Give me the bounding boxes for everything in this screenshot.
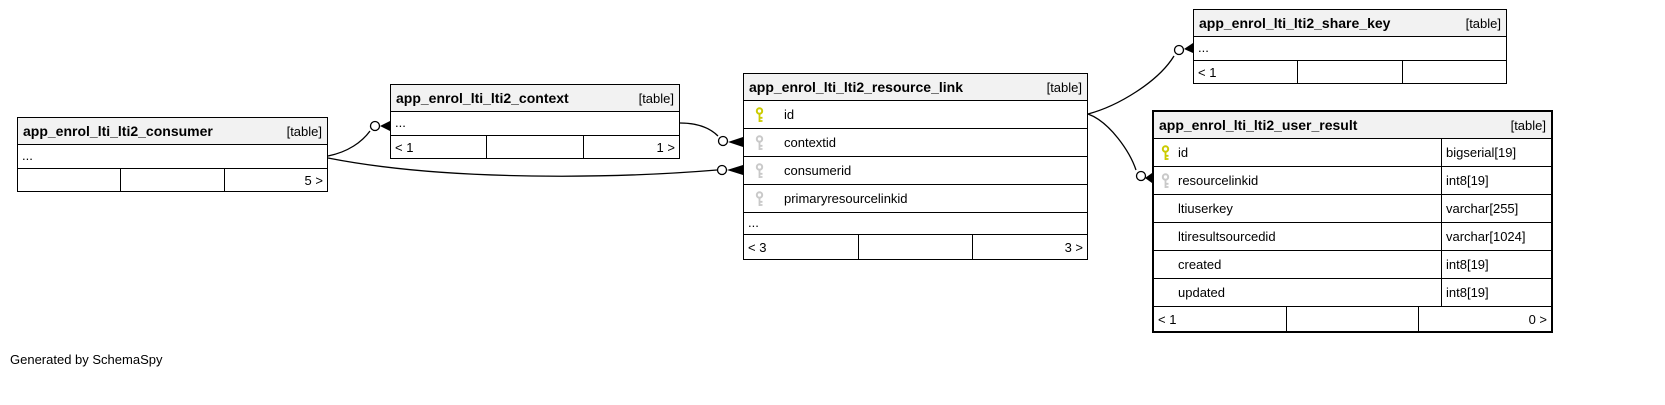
primary-key-icon — [1161, 144, 1170, 160]
column-name: primaryresourcelinkid — [784, 191, 908, 206]
footer-cell-middle — [486, 136, 582, 158]
table-header[interactable]: app_enrol_lti_lti2_consumer [table] — [18, 118, 327, 145]
column-type: int8[19] — [1441, 279, 1551, 306]
column-name: ltiuserkey — [1178, 201, 1233, 216]
table-title[interactable]: app_enrol_lti_lti2_share_key — [1199, 15, 1391, 31]
column-name: created — [1178, 257, 1222, 272]
hidden-columns-ellipsis: ... — [391, 112, 679, 136]
edge-resourcelink-consumerid — [327, 157, 743, 177]
column-name: id — [1178, 145, 1189, 160]
footer-cell-left: < 3 — [748, 239, 767, 255]
foreign-key-icon — [1161, 172, 1170, 188]
table-footer: 5 > — [18, 169, 327, 191]
table-type-label: [table] — [1510, 117, 1546, 133]
crow-arrowhead — [1184, 43, 1193, 53]
footer-cell-middle — [1285, 307, 1419, 331]
footer-cell-left: < 1 — [395, 139, 414, 155]
crow-arrowhead — [1145, 173, 1152, 183]
column-name: consumerid — [784, 163, 852, 178]
column-type: bigserial[19] — [1441, 139, 1551, 166]
table-type-label: [table] — [1046, 79, 1082, 95]
column-row-ltiuserkey[interactable]: ltiuserkey varchar[255] — [1154, 195, 1551, 223]
table-type-label: [table] — [286, 123, 322, 139]
column-row-consumerid[interactable]: consumerid — [744, 157, 1087, 185]
crow-arrowhead — [380, 121, 390, 131]
column-name: ltiresultsourcedid — [1178, 229, 1276, 244]
footer-cell-right: 1 > — [582, 136, 679, 158]
table-footer: < 1 — [1194, 61, 1506, 83]
hidden-columns-ellipsis: ... — [18, 145, 327, 169]
column-row-updated[interactable]: updated int8[19] — [1154, 279, 1551, 307]
footer-cell-right: 3 > — [972, 235, 1087, 259]
column-type: int8[19] — [1441, 251, 1551, 278]
edge-sharekey-resourcelink — [1087, 43, 1193, 115]
generated-by-note: Generated by SchemaSpy — [10, 352, 163, 367]
column-row-contextid[interactable]: contextid — [744, 129, 1087, 157]
column-type: varchar[1024] — [1441, 223, 1551, 250]
table-title[interactable]: app_enrol_lti_lti2_consumer — [23, 123, 213, 139]
footer-cell-left: < 1 — [1198, 64, 1217, 80]
table-footer: < 1 0 > — [1154, 307, 1551, 331]
column-type: varchar[255] — [1441, 195, 1551, 222]
table-app-enrol-lti-lti2-context[interactable]: app_enrol_lti_lti2_context [table] ... <… — [390, 84, 680, 159]
column-name: id — [784, 107, 795, 122]
column-row-id[interactable]: id — [744, 101, 1087, 129]
table-header[interactable]: app_enrol_lti_lti2_context [table] — [391, 85, 679, 112]
table-app-enrol-lti-lti2-resource-link[interactable]: app_enrol_lti_lti2_resource_link [table]… — [743, 73, 1088, 260]
zero-cardinality-circle — [1135, 170, 1147, 182]
column-row-resourcelinkid[interactable]: resourcelinkid int8[19] — [1154, 167, 1551, 195]
column-row-id[interactable]: id bigserial[19] — [1154, 139, 1551, 167]
hidden-columns-ellipsis: ... — [744, 213, 1087, 235]
column-type: int8[19] — [1441, 167, 1551, 194]
footer-cell-left: < 1 — [1158, 311, 1177, 327]
zero-cardinality-circle — [1173, 44, 1185, 56]
table-title[interactable]: app_enrol_lti_lti2_context — [396, 90, 569, 106]
edge-resourcelink-contextid — [679, 122, 743, 147]
hidden-columns-ellipsis: ... — [1194, 37, 1506, 61]
foreign-key-icon — [755, 190, 764, 206]
footer-cell-right: 0 > — [1418, 307, 1551, 331]
table-app-enrol-lti-lti2-consumer[interactable]: app_enrol_lti_lti2_consumer [table] ... … — [17, 117, 328, 192]
zero-cardinality-circle — [369, 120, 381, 132]
table-title[interactable]: app_enrol_lti_lti2_user_result — [1159, 117, 1358, 133]
table-title[interactable]: app_enrol_lti_lti2_resource_link — [749, 79, 963, 95]
table-footer: < 1 1 > — [391, 136, 679, 158]
footer-cell-right — [1401, 61, 1506, 83]
footer-cell-middle — [1297, 61, 1401, 83]
column-name: resourcelinkid — [1178, 173, 1259, 188]
footer-cell-left — [18, 169, 120, 191]
table-type-label: [table] — [1465, 15, 1501, 31]
column-row-created[interactable]: created int8[19] — [1154, 251, 1551, 279]
table-header[interactable]: app_enrol_lti_lti2_user_result [table] — [1154, 112, 1551, 139]
zero-cardinality-circle — [716, 164, 728, 176]
table-app-enrol-lti-lti2-share-key[interactable]: app_enrol_lti_lti2_share_key [table] ...… — [1193, 9, 1507, 84]
column-name: updated — [1178, 285, 1225, 300]
zero-cardinality-circle — [717, 135, 729, 147]
column-name: contextid — [784, 135, 837, 150]
foreign-key-icon — [755, 162, 764, 178]
crow-arrowhead — [727, 165, 743, 175]
column-row-primaryresourcelinkid[interactable]: primaryresourcelinkid — [744, 185, 1087, 213]
table-type-label: [table] — [638, 90, 674, 106]
footer-cell-middle — [857, 235, 973, 259]
column-row-ltiresultsourcedid[interactable]: ltiresultsourcedid varchar[1024] — [1154, 223, 1551, 251]
foreign-key-icon — [755, 134, 764, 150]
table-header[interactable]: app_enrol_lti_lti2_resource_link [table] — [744, 74, 1087, 101]
table-footer: < 3 3 > — [744, 235, 1087, 259]
table-app-enrol-lti-lti2-user-result[interactable]: app_enrol_lti_lti2_user_result [table] i… — [1152, 110, 1553, 333]
footer-cell-middle — [120, 169, 223, 191]
crow-arrowhead — [728, 137, 743, 147]
edge-context-consumer — [327, 120, 390, 157]
primary-key-icon — [755, 106, 764, 122]
table-header[interactable]: app_enrol_lti_lti2_share_key [table] — [1194, 10, 1506, 37]
edge-userresult-resourcelinkid — [1087, 113, 1152, 183]
footer-cell-right: 5 > — [223, 169, 327, 191]
